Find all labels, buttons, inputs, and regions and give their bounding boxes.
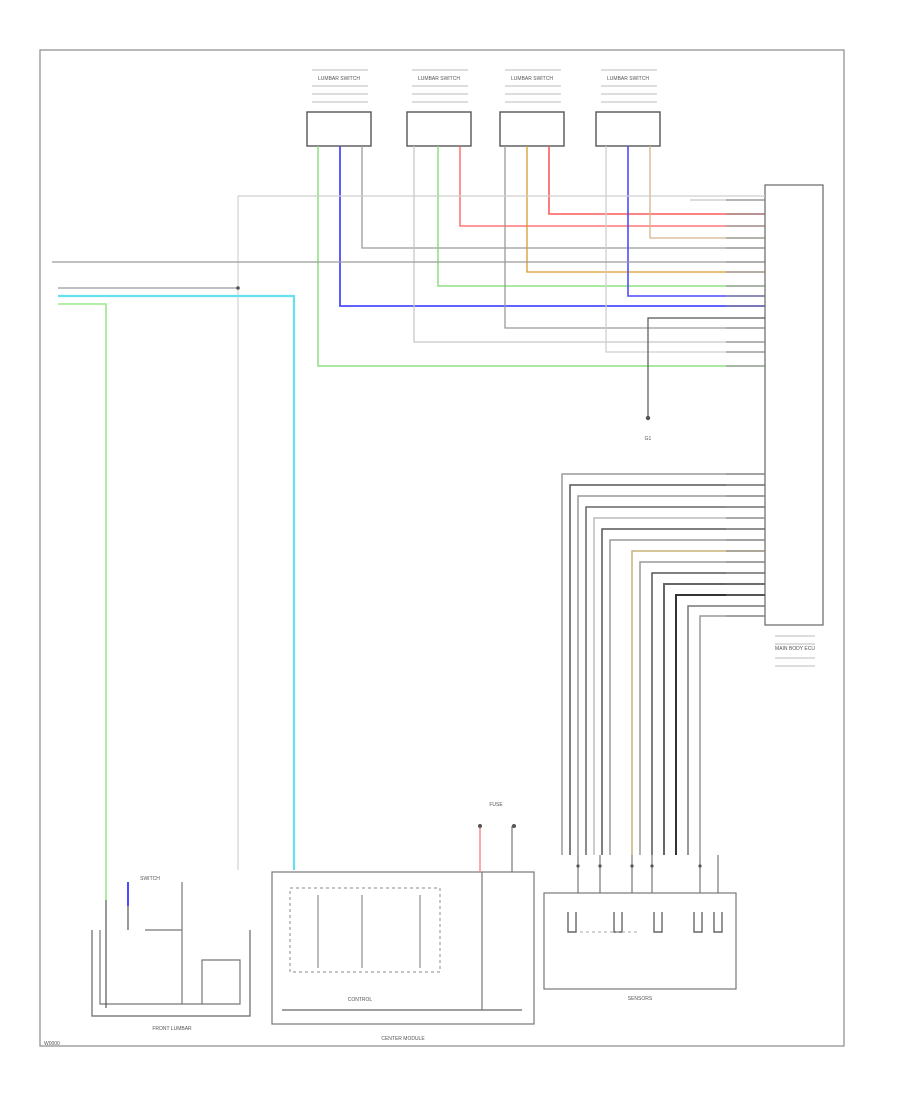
bus-junctions [576,864,702,868]
svg-text:LUMBAR SWITCH: LUMBAR SWITCH [511,76,553,82]
bottom-center-module: CONTROL CENTER MODULE FUSE [271,802,535,1042]
top-connector-3: LUMBAR SWITCH [499,69,565,147]
svg-text:LUMBAR SWITCH: LUMBAR SWITCH [418,76,460,82]
svg-text:CONTROL: CONTROL [348,997,373,1003]
svg-text:LUMBAR SWITCH: LUMBAR SWITCH [318,76,360,82]
svg-text:FUSE: FUSE [489,802,503,808]
sensor-pin-ticks [726,473,765,617]
svg-text:G1: G1 [645,436,652,442]
top-connector-4: LUMBAR SWITCH [595,69,661,147]
bottom-left-module: SWITCH FRONT LUMBAR [91,876,251,1032]
top-connector-2: LUMBAR SWITCH [406,69,472,147]
top-connector-1: LUMBAR SWITCH [306,69,372,147]
svg-text:SENSORS: SENSORS [628,996,653,1002]
bottom-right-sensors: SENSORS [543,855,737,1002]
svg-text:CENTER MODULE: CENTER MODULE [381,1036,425,1042]
module-pin-ticks [726,199,765,367]
left-wires [58,286,296,900]
ground-branch: G1 [645,317,765,442]
diagram-frame [39,49,845,1047]
svg-text:SWITCH: SWITCH [140,876,160,882]
top-wire-bundle [52,146,765,870]
diagram-id-label: W0000 [44,1041,60,1047]
svg-text:MAIN BODY ECU: MAIN BODY ECU [775,646,815,652]
svg-text:LUMBAR SWITCH: LUMBAR SWITCH [607,76,649,82]
svg-text:FRONT LUMBAR: FRONT LUMBAR [152,1026,192,1032]
sensor-bus [561,473,765,855]
main-module: MAIN BODY ECU [764,184,824,667]
